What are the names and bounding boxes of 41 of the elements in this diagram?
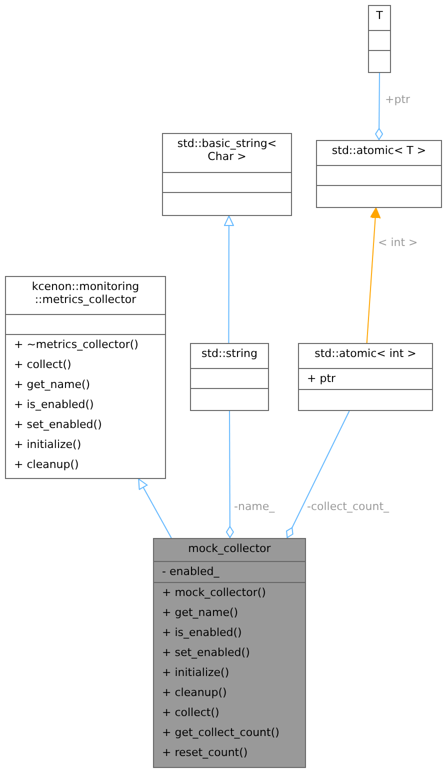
method-text: + initialize(): [161, 665, 230, 681]
class-box: [298, 343, 433, 411]
class-name: std::atomic< int >: [314, 347, 416, 360]
aggregation-connector: [286, 410, 350, 538]
aggregation-connector: [375, 72, 384, 140]
class-name: std::basic_string< Char >: [177, 137, 277, 163]
class-name: std::string: [201, 347, 258, 360]
method-text: + get_name(): [13, 377, 92, 393]
class-box: [190, 343, 269, 411]
inheritance-arrow: [138, 478, 172, 538]
method-text: + initialize(): [13, 437, 82, 453]
method-text: + cleanup(): [13, 457, 80, 473]
method-text: + set_enabled(): [13, 417, 103, 433]
method-text: + is_enabled(): [13, 397, 95, 413]
method-text: + is_enabled(): [161, 625, 243, 641]
class-box: [316, 140, 442, 208]
method-text: + get_collect_count(): [161, 725, 280, 741]
class-name: kcenon::monitoring ::metrics_collector: [32, 280, 140, 306]
class-box: [5, 276, 166, 479]
aggregation-connector: [226, 410, 234, 538]
edge-label: +ptr: [384, 93, 412, 106]
method-text: + collect(): [13, 357, 72, 373]
class-name: mock_collector: [188, 542, 271, 555]
method-text: + mock_collector(): [161, 585, 267, 601]
class-box: [368, 5, 391, 73]
method-text: + get_name(): [161, 605, 240, 621]
method-text: + ~metrics_collector(): [13, 337, 140, 353]
edge-label: < int >: [377, 236, 419, 249]
attribute-text: - enabled_: [161, 564, 220, 580]
inheritance-arrow: [224, 216, 234, 344]
class-name: T: [376, 9, 383, 22]
method-text: + set_enabled(): [161, 645, 251, 661]
class-box: [162, 133, 292, 216]
method-text: + collect(): [161, 705, 220, 721]
method-text: + cleanup(): [161, 685, 228, 701]
arrow: [366, 208, 381, 344]
method-text: + reset_count(): [161, 745, 249, 761]
attribute-text: + ptr: [306, 371, 337, 387]
class-box: [153, 538, 306, 768]
edge-label: -collect_count_: [306, 500, 390, 513]
class-name: std::atomic< T >: [332, 144, 426, 157]
